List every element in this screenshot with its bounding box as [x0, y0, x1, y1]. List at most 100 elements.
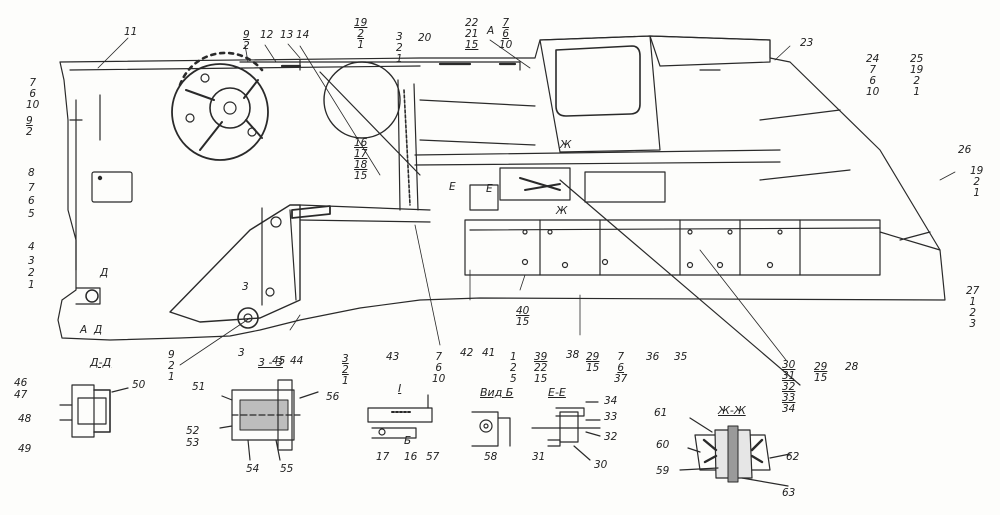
left-plate-bolt	[97, 175, 103, 181]
lower-beam	[464, 219, 881, 276]
bracket-inner	[261, 207, 297, 306]
label-1: 1	[28, 279, 35, 291]
label-13: 13	[280, 29, 294, 41]
detail-d-d	[59, 384, 129, 438]
bracket-pivot	[237, 307, 259, 329]
left-panel	[69, 94, 101, 271]
left-axle-mount	[75, 287, 101, 305]
right-diagonal-rod	[559, 179, 801, 386]
rod-mid	[299, 204, 431, 223]
hopper-window	[555, 45, 641, 117]
chain-drive-2	[397, 79, 419, 211]
label-32: 32	[604, 431, 618, 443]
section-title-e-e: Е-Е	[548, 386, 566, 399]
label-b: Б	[404, 435, 412, 447]
section-mark-a: А	[80, 324, 88, 336]
label-a: A	[487, 25, 495, 37]
bracket-bolt-1	[265, 287, 275, 297]
left-bracket	[169, 204, 301, 323]
label-48: 48	[18, 413, 32, 425]
label-23: 23	[800, 37, 814, 49]
left-plate	[91, 171, 133, 203]
gear-cross	[185, 79, 263, 151]
label-63: 63	[782, 487, 796, 499]
label-42: 42	[460, 347, 474, 359]
chain-drive	[403, 89, 411, 206]
label-26: 26	[958, 144, 972, 156]
label-53: 53	[186, 437, 200, 449]
label-57: 57	[426, 451, 440, 463]
gear-bolt-2	[247, 127, 257, 137]
label-50: 50	[132, 379, 146, 391]
gear-bolt-3	[200, 73, 210, 83]
section-mark-d-2: Д	[94, 324, 103, 336]
gear-hub-inner	[223, 101, 237, 115]
rail-marks	[280, 62, 517, 68]
section-mark-d-1: Д	[100, 267, 109, 279]
rod-upper	[414, 99, 781, 166]
section-title-d-d: Д-Д	[90, 356, 112, 369]
section-title-i: I	[398, 382, 402, 395]
box-middle-2	[584, 171, 666, 203]
left-axle	[85, 289, 99, 303]
detail-e-e	[531, 401, 601, 461]
label-55: 55	[280, 463, 294, 475]
label-5: 5	[28, 208, 35, 220]
section-mark-e-2: Е	[486, 183, 493, 195]
label-20: 20	[418, 32, 432, 44]
detail-view-b	[471, 411, 511, 447]
label-52: 52	[186, 425, 200, 437]
section-mark-3-2: 3	[238, 347, 245, 359]
label-41: 41	[482, 347, 496, 359]
gear-bolt-1	[185, 113, 195, 123]
label-11: 11	[124, 26, 138, 38]
right-end-rod	[879, 231, 941, 251]
label-54: 54	[246, 463, 260, 475]
beam-dividers	[539, 219, 801, 276]
spring-lever	[519, 177, 561, 191]
section-title-view-b: Вид Б	[480, 386, 514, 399]
label-49: 49	[18, 443, 32, 455]
label-2: 2	[28, 267, 35, 279]
section-title-x-x: Ж-Ж	[718, 404, 746, 417]
label-34: 34	[604, 395, 618, 407]
label-28: 28	[845, 361, 859, 373]
label-14: 14	[296, 29, 310, 41]
label-12: 12	[260, 29, 274, 41]
label-59: 59	[656, 465, 670, 477]
lower-beam-top	[469, 227, 881, 231]
section-mark-e-1: Е	[449, 181, 456, 193]
beam-bolts	[521, 229, 783, 269]
detail-3-3	[219, 379, 319, 461]
label-3: 3	[28, 255, 35, 267]
label-61: 61	[654, 407, 668, 419]
section-mark-x-2: Ж	[556, 205, 568, 217]
label-56: 56	[326, 391, 340, 403]
round-cover	[323, 61, 401, 139]
section-mark-x-1: Ж	[560, 139, 572, 151]
label-8: 8	[28, 167, 35, 179]
label-16: 16	[404, 451, 418, 463]
label-36: 36	[646, 351, 660, 363]
main-frame-outline	[57, 35, 946, 341]
label-30: 30	[594, 459, 608, 471]
bracket-pivot-inner	[243, 313, 253, 323]
